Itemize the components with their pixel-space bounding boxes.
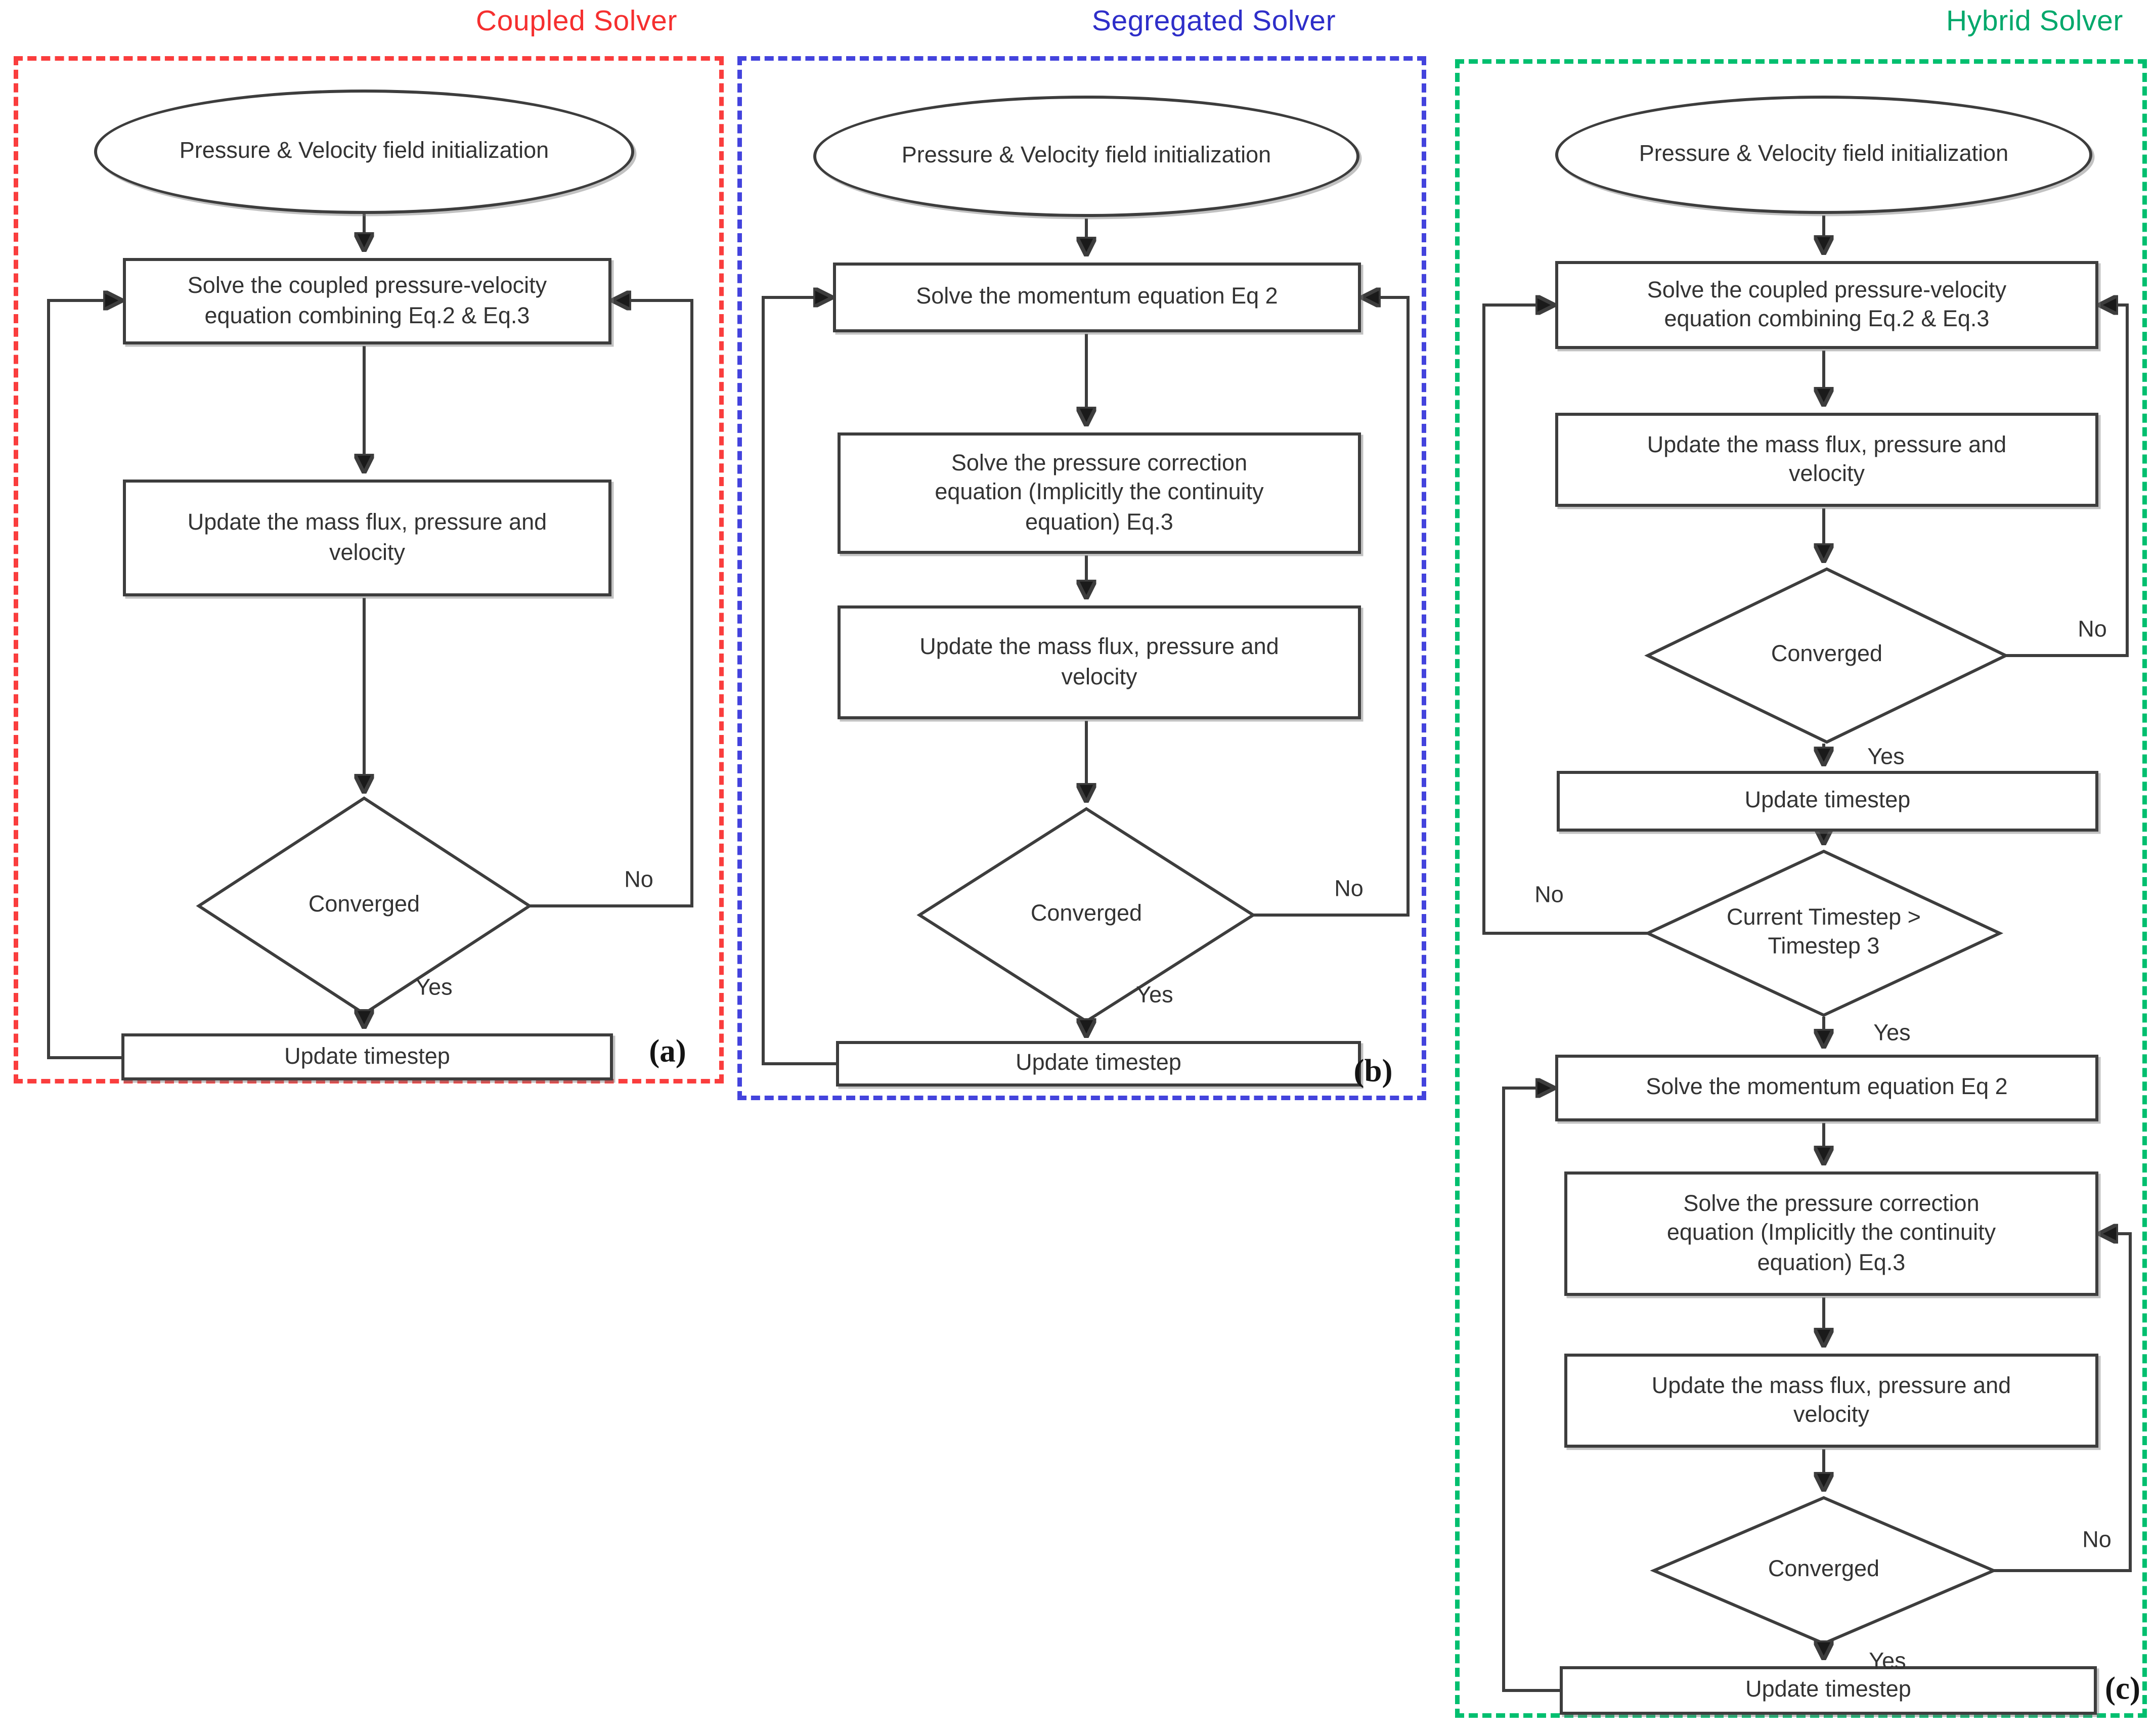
hybrid-condition-yes-label: Yes <box>1873 1020 1911 1047</box>
coupled-solve-box: Solve the coupled pressure-velocity equa… <box>123 258 611 344</box>
hybrid-update2-line2: velocity <box>1793 1402 1870 1428</box>
hybrid-converged1-label: Converged <box>1771 641 1883 667</box>
hybrid-converged1-yes-label: Yes <box>1867 744 1905 770</box>
coupled-converged-label: Converged <box>308 891 420 918</box>
hybrid-timestep1-text: Update timestep <box>1744 788 1911 814</box>
hybrid-timestep2-text: Update timestep <box>1745 1677 1911 1703</box>
coupled-timestep-box: Update timestep <box>121 1033 613 1080</box>
hybrid-converged1-no-label: No <box>2078 617 2107 643</box>
panel-tag-a: (a) <box>649 1032 686 1069</box>
hybrid-update2-line1: Update the mass flux, pressure and <box>1651 1372 2011 1399</box>
hybrid-pressure-line2: equation (Implicitly the continuity <box>1666 1220 1996 1246</box>
hybrid-init-ellipse: Pressure & Velocity field initialization <box>1555 96 2092 214</box>
segregated-converged-diamond <box>916 807 1256 1023</box>
hybrid-pressure-box: Solve the pressure correction equation (… <box>1564 1171 2098 1296</box>
coupled-timestep-text: Update timestep <box>284 1044 450 1070</box>
hybrid-update1-line2: velocity <box>1788 461 1865 487</box>
coupled-solve-line2: equation combining Eq.2 & Eq.3 <box>204 302 530 329</box>
hybrid-pressure-line1: Solve the pressure correction <box>1683 1191 1980 1217</box>
hybrid-condition-no-label: No <box>1534 882 1564 908</box>
coupled-solver-title: Coupled Solver <box>475 6 678 38</box>
panel-segregated-solver: Pressure & Velocity field initialization… <box>737 56 1426 1100</box>
segregated-timestep-box: Update timestep <box>836 1041 1361 1087</box>
hybrid-timestep1-box: Update timestep <box>1557 771 2098 832</box>
segregated-pressure-line3: equation) Eq.3 <box>1025 509 1173 536</box>
panel-coupled-solver: Pressure & Velocity field initialization… <box>14 56 724 1083</box>
hybrid-update1-line1: Update the mass flux, pressure and <box>1647 431 2007 458</box>
segregated-init-text: Pressure & Velocity field initialization <box>901 143 1271 169</box>
segregated-update-line2: velocity <box>1061 664 1137 690</box>
loop-timestep-left <box>762 297 836 1065</box>
hybrid-converged2-yes-label: Yes <box>1869 1648 1906 1675</box>
coupled-no-label: No <box>624 867 653 893</box>
hybrid-solve-line1: Solve the coupled pressure-velocity <box>1647 277 2007 303</box>
segregated-flow-connectors <box>762 219 1410 1065</box>
panel-hybrid-solver: Pressure & Velocity field initialization… <box>1455 59 2147 1718</box>
coupled-update-line2: velocity <box>329 539 406 566</box>
coupled-init-text: Pressure & Velocity field initialization <box>179 138 549 164</box>
coupled-update-line1: Update the mass flux, pressure and <box>187 510 547 536</box>
hybrid-pressure-line3: equation) Eq.3 <box>1757 1250 1906 1276</box>
panel-tag-c: (c) <box>2105 1670 2140 1707</box>
loop-condition-no-left <box>1482 305 1648 935</box>
hybrid-init-text: Pressure & Velocity field initialization <box>1639 141 2009 167</box>
coupled-init-ellipse: Pressure & Velocity field initialization <box>94 90 634 214</box>
segregated-pressure-line2: equation (Implicitly the continuity <box>935 480 1264 506</box>
hybrid-condition-line1: Current Timestep > <box>1727 904 1921 931</box>
segregated-pressure-line1: Solve the pressure correction <box>951 450 1248 476</box>
hybrid-timestep2-box: Update timestep <box>1560 1666 2097 1715</box>
coupled-solve-line1: Solve the coupled pressure-velocity <box>187 273 547 299</box>
loop-timestep-left <box>47 300 121 1059</box>
loop-timestep2-left <box>1502 1088 1560 1692</box>
segregated-update-line1: Update the mass flux, pressure and <box>919 634 1279 660</box>
segregated-yes-label: Yes <box>1136 982 1173 1009</box>
coupled-converged-diamond <box>196 796 533 1016</box>
segregated-init-ellipse: Pressure & Velocity field initialization <box>813 96 1359 217</box>
hybrid-update1-box: Update the mass flux, pressure and veloc… <box>1555 413 2098 507</box>
hybrid-solver-title: Hybrid Solver <box>1946 6 2123 38</box>
segregated-momentum-text: Solve the momentum equation Eq 2 <box>916 284 1278 310</box>
hybrid-momentum-text: Solve the momentum equation Eq 2 <box>1646 1074 2008 1101</box>
hybrid-condition-diamond <box>1644 849 2004 1017</box>
hybrid-converged2-no-label: No <box>2082 1527 2112 1553</box>
hybrid-condition-label: Current Timestep > Timestep 3 <box>1687 905 1960 962</box>
panel-tag-b: (b) <box>1353 1052 1393 1089</box>
hybrid-converged1-diamond <box>1644 567 2009 744</box>
loop-no-right <box>530 300 693 907</box>
coupled-update-box: Update the mass flux, pressure and veloc… <box>123 480 611 596</box>
hybrid-solve-box: Solve the coupled pressure-velocity equa… <box>1555 261 2098 349</box>
coupled-yes-label: Yes <box>415 975 453 1001</box>
hybrid-converged2-label: Converged <box>1768 1556 1880 1582</box>
hybrid-converged2-diamond <box>1650 1496 1998 1645</box>
segregated-update-box: Update the mass flux, pressure and veloc… <box>838 605 1361 719</box>
segregated-momentum-box: Solve the momentum equation Eq 2 <box>833 263 1361 332</box>
hybrid-update2-box: Update the mass flux, pressure and veloc… <box>1564 1354 2098 1448</box>
segregated-solver-title: Segregated Solver <box>1091 6 1336 38</box>
segregated-no-label: No <box>1334 876 1364 902</box>
segregated-pressure-box: Solve the pressure correction equation (… <box>838 432 1361 554</box>
hybrid-condition-line2: Timestep 3 <box>1768 933 1880 959</box>
hybrid-solve-line2: equation combining Eq.2 & Eq.3 <box>1664 307 1990 332</box>
segregated-timestep-text: Update timestep <box>1016 1050 1181 1076</box>
segregated-converged-label: Converged <box>1030 900 1142 927</box>
hybrid-momentum-box: Solve the momentum equation Eq 2 <box>1555 1055 2098 1121</box>
